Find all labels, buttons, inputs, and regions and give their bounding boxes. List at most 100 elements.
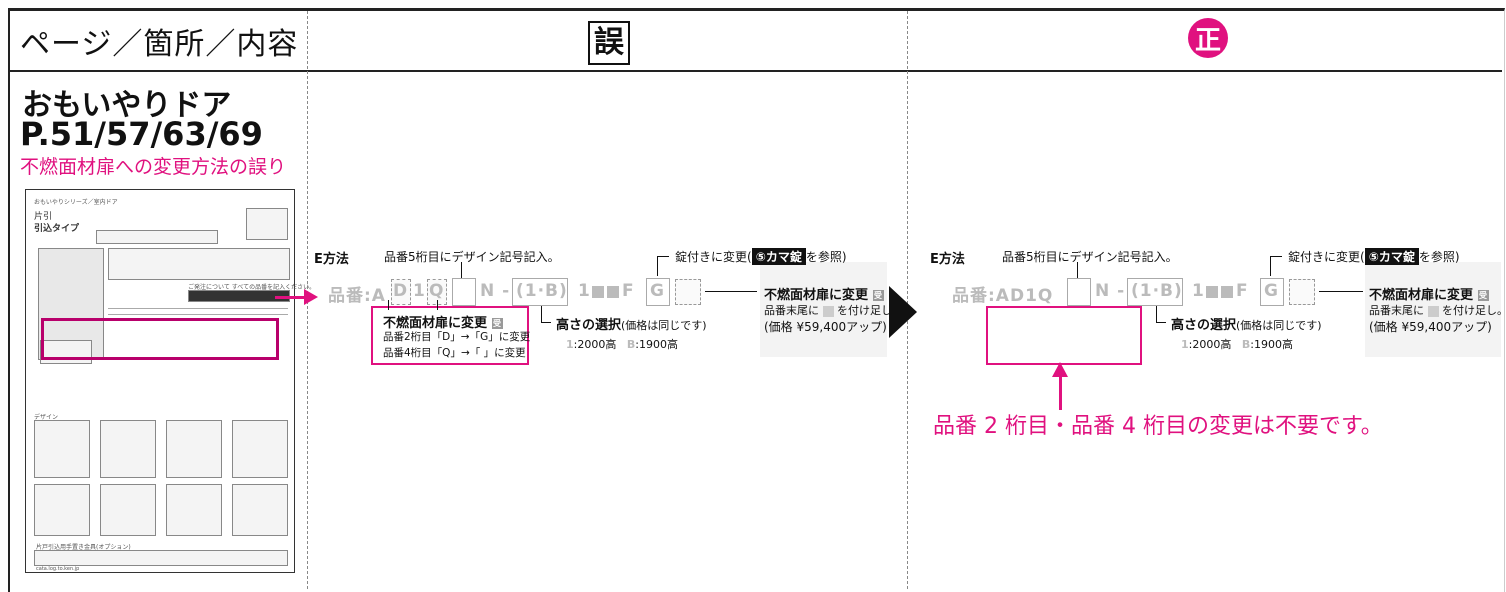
wrong-code-d: D: [393, 281, 409, 301]
height-1-label: :2000高: [1188, 338, 1232, 351]
wrong-height-title: 高さの選択(価格は同じです): [556, 314, 707, 333]
lock-note-prefix: 錠付きに変更(: [1288, 250, 1365, 264]
right-design-arrow: [1077, 262, 1078, 278]
wrong-side-price: (価格 ¥59,400アップ): [764, 320, 887, 334]
right-square-2: [1221, 286, 1233, 298]
transition-arrow: [889, 286, 917, 338]
thumb-type1: 片引: [34, 212, 53, 222]
lock-badge: ⑤カマ錠: [1364, 248, 1419, 265]
right-design-note: 品番5桁目にデザイン記号記入。: [1002, 250, 1178, 264]
wrong-lock-bracket: [657, 256, 669, 257]
right-lock-note: 錠付きに変更(⑤カマ錠を参照): [1288, 248, 1460, 265]
wrong-up-arrow-2: [437, 300, 438, 310]
thumb-door-3: [166, 420, 222, 478]
lock-note-suffix: を参照): [805, 250, 847, 264]
thumb-door-5: [34, 484, 90, 536]
right-height-arrow: [1156, 306, 1157, 322]
side-line1-b: を付け足し。: [1442, 304, 1506, 317]
height-b-label: :1900高: [1250, 338, 1293, 351]
header-page-location-content: ページ／箇所／内容: [20, 26, 299, 62]
wrong-code-1b: 1: [578, 281, 591, 301]
thumb-type2: 引込タイプ: [34, 224, 80, 234]
thumb-line: [108, 308, 288, 309]
thumb-door-7: [166, 484, 222, 536]
wrong-code-g: G: [650, 281, 665, 301]
right-empty-box: [986, 306, 1142, 365]
right-code-g: G: [1264, 281, 1279, 301]
lock-note-suffix: を参照): [1418, 250, 1460, 264]
height-1: 1: [566, 338, 574, 351]
page-numbers: P.51/57/63/69: [20, 115, 263, 153]
header-wrong: 誤: [588, 21, 630, 65]
h-icon: [822, 305, 834, 317]
wrong-side-line1: 品番末尾に を付け足し。: [764, 302, 903, 318]
right-code-f: F: [1236, 281, 1249, 301]
fire-icon: 受: [1477, 290, 1489, 301]
right-square-1: [1206, 286, 1218, 298]
height-b: B: [1241, 338, 1251, 351]
wrong-fire-line2: 品番4桁目「Q」→「 」に変更: [383, 347, 526, 359]
thumb-spec-row: [96, 230, 218, 244]
wrong-height-slot: [512, 278, 568, 306]
wrong-square-1: [592, 286, 604, 298]
wrong-height-bracket: [541, 322, 551, 323]
height-b-label: :1900高: [635, 338, 678, 351]
height-title-text: 高さの選択: [1171, 318, 1237, 333]
correction-message: 品番 2 桁目・品番 4 桁目の変更は不要です。: [933, 414, 1383, 439]
wrong-fire-line1: 品番2桁目「D」→「G」に変更: [383, 331, 531, 343]
fire-icon: 受: [491, 318, 503, 329]
height-title-text: 高さの選択: [556, 318, 622, 333]
right-section-label: E方法: [930, 252, 965, 267]
height-b: B: [626, 338, 636, 351]
wrong-square-2: [607, 286, 619, 298]
side-line1-b: を付け足し。: [837, 304, 903, 317]
right-height-title: 高さの選択(価格は同じです): [1171, 314, 1322, 333]
wrong-code-prefix: 品番:A: [328, 286, 386, 306]
thumb-option-title: 片戸引込用手置き金具(オプション): [36, 544, 131, 551]
thumb-door-2: [100, 420, 156, 478]
thumb-option-table: [34, 550, 288, 566]
wrong-suffix-box: [675, 279, 701, 305]
right-side-title: 不燃面材扉に変更 受: [1369, 284, 1489, 303]
wrong-digit2-box: [391, 279, 411, 305]
wrong-lock-note: 錠付きに変更(⑤カマ錠を参照): [675, 248, 847, 265]
thumb-order-note: ご発注について すべての品番を記入ください。: [188, 284, 316, 291]
wrong-up-arrow-1: [388, 300, 389, 310]
height-note: (価格は同じです): [1236, 319, 1322, 332]
header-correct: 正: [1188, 18, 1228, 58]
height-note: (価格は同じです): [621, 319, 707, 332]
side-line1-a: 品番末尾に: [764, 304, 819, 317]
thumb-footer: cata.log.to.ken.jp: [36, 566, 80, 572]
side-title-text: 不燃面材扉に変更: [1369, 288, 1474, 303]
right-lock-bracket: [1270, 256, 1282, 257]
h-icon: [1427, 305, 1439, 317]
right-g-slot: [1260, 278, 1284, 306]
wrong-g-slot: [646, 278, 670, 306]
wrong-lock-arrow: [657, 256, 658, 276]
height-1: 1: [1181, 338, 1189, 351]
side-title-text: 不燃面材扉に変更: [764, 288, 869, 303]
thumb-design-title: デザイン: [34, 414, 59, 421]
header-divider: [8, 70, 1502, 72]
wrong-code-height: (1·B): [516, 281, 568, 301]
correction-arrow-head: [1052, 362, 1068, 377]
right-design-slot: [1067, 278, 1091, 306]
right-suffix-box: [1289, 279, 1315, 305]
wrong-code-q: Q: [429, 281, 445, 301]
wrong-code-n: N -: [480, 281, 511, 301]
right-code-1b: 1: [1192, 281, 1205, 301]
lock-note-prefix: 錠付きに変更(: [675, 250, 752, 264]
height-1-label: :2000高: [573, 338, 617, 351]
thumb-door-4: [232, 420, 288, 478]
correction-arrow-line: [1059, 376, 1062, 410]
right-lock-arrow: [1270, 256, 1271, 276]
lock-badge: ⑤カマ錠: [751, 248, 806, 265]
right-side-line1: 品番末尾に を付け足し。: [1369, 302, 1506, 318]
product-name: おもいやりドア: [22, 88, 232, 123]
wrong-side-title: 不燃面材扉に変更 受: [764, 284, 884, 303]
table-frame: [8, 8, 1505, 592]
fire-icon: 受: [872, 290, 884, 301]
thumb-icon-block: [40, 340, 92, 364]
right-fire-arrow: [1319, 291, 1363, 292]
wrong-code-1: 1: [413, 281, 426, 301]
